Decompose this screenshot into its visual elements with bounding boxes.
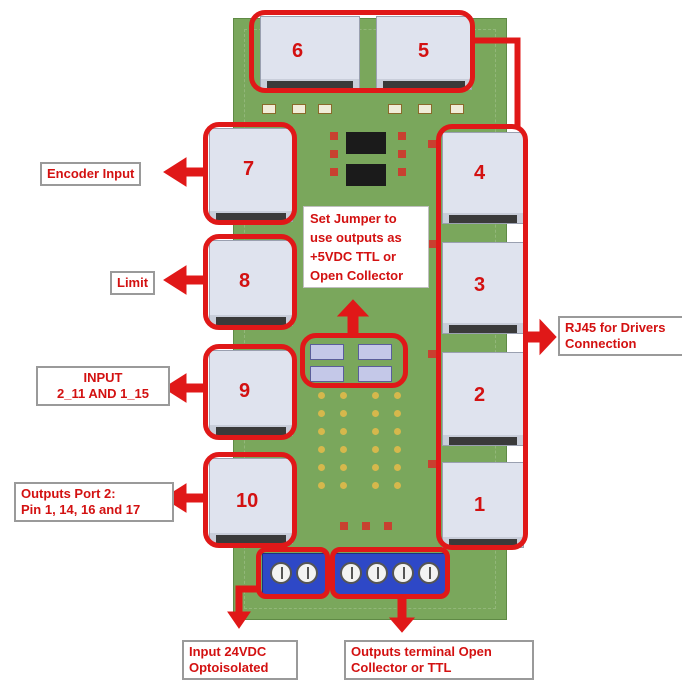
label-rj45-line2: Connection <box>565 336 681 352</box>
outputs-term-arrow-shaft <box>398 599 406 619</box>
jumper-arrow-shaft <box>348 314 358 334</box>
label-input-line1: INPUT <box>43 370 163 386</box>
label-outputs-port2-line2: Pin 1, 14, 16 and 17 <box>21 502 167 518</box>
label-outputs-terminal: Outputs terminal Open Collector or TTL <box>344 640 534 680</box>
label-outputs-term-line1: Outputs terminal Open <box>351 644 527 660</box>
label-jumper-line3: +5VDC TTL or <box>310 247 422 266</box>
top-connector-line-v <box>515 38 520 128</box>
label-outputs-port2-line1: Outputs Port 2: <box>21 486 167 502</box>
label-outputs-term-line2: Collector or TTL <box>351 660 527 676</box>
label-rj45-line1: RJ45 for Drivers <box>565 320 681 336</box>
label-limit: Limit <box>110 271 155 295</box>
label-input: INPUT 2_11 AND 1_15 <box>36 366 170 406</box>
input-arrow-shaft <box>186 384 204 392</box>
label-jumper-line1: Set Jumper to <box>310 209 422 228</box>
top-connector-line-h <box>474 38 520 43</box>
label-jumper-note: Set Jumper to use outputs as +5VDC TTL o… <box>303 206 429 288</box>
label-jumper-line4: Open Collector <box>310 266 422 285</box>
label-input24-line1: Input 24VDC <box>189 644 291 660</box>
limit-arrow-head <box>164 266 186 294</box>
label-jumper-line2: use outputs as <box>310 228 422 247</box>
encoder-arrow-head <box>164 158 186 186</box>
encoder-arrow-shaft <box>186 168 204 176</box>
label-encoder-input: Encoder Input <box>40 162 141 186</box>
limit-arrow-shaft <box>186 276 204 284</box>
outputs-term-arrow-head <box>390 618 414 632</box>
outputs-arrow-shaft <box>186 494 204 502</box>
input24-arrow-shaft <box>236 590 242 614</box>
input24-arrow-head <box>228 612 250 628</box>
label-input24: Input 24VDC Optoisolated <box>182 640 298 680</box>
label-rj45: RJ45 for Drivers Connection <box>558 316 682 356</box>
jumper-arrow-head <box>338 300 368 316</box>
label-input24-line2: Optoisolated <box>189 660 291 676</box>
label-input-line2: 2_11 AND 1_15 <box>43 386 163 402</box>
input24-arrow-link <box>236 586 258 592</box>
rj45-arrow-head <box>540 320 556 354</box>
label-outputs-port2: Outputs Port 2: Pin 1, 14, 16 and 17 <box>14 482 174 522</box>
